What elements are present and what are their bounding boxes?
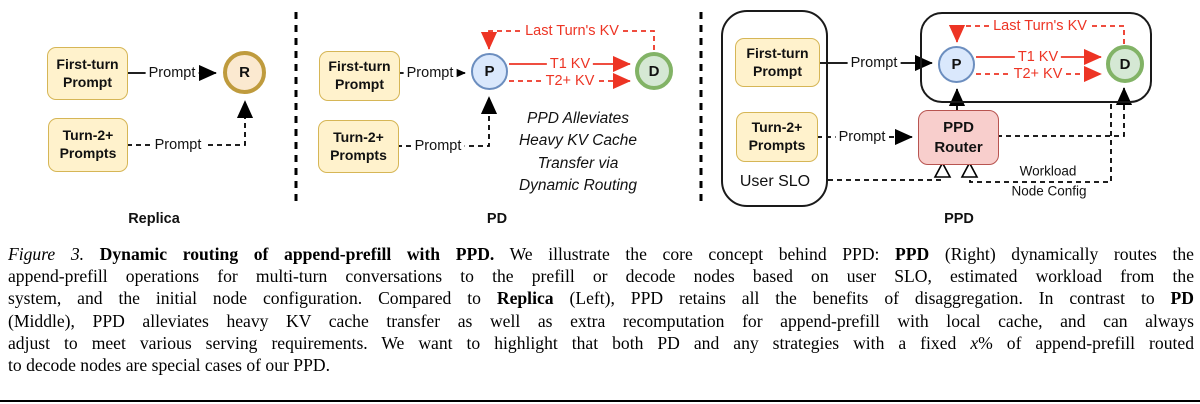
pd-decode-node: D	[635, 52, 673, 90]
ppd-nodes-container	[920, 12, 1152, 103]
pd-last-turn-kv-label: Last Turn's KV	[522, 23, 622, 39]
figure-diagram: First-turn Prompt Turn-2+ Prompts R Prom…	[47, 10, 1152, 227]
user-slo-container	[721, 10, 828, 207]
ppd-prefill-node: P	[938, 46, 975, 83]
ppd-t1-kv-label: T1 KV	[1014, 49, 1062, 65]
replica-panel-label: Replica	[128, 211, 180, 227]
router-to-decode-arrow	[997, 87, 1133, 137]
replica-first-turn-prompt-box: First-turn Prompt	[47, 47, 128, 100]
pd-t1-kv-label: T1 KV	[546, 56, 594, 72]
router-input-port-right	[960, 161, 979, 178]
ppd-decode-node: D	[1106, 45, 1144, 83]
pd-prefill-node: P	[471, 53, 508, 90]
replica-node: R	[223, 51, 266, 94]
user-slo-label: User SLO	[739, 173, 811, 190]
pd-first-turn-prompt-box: First-turn Prompt	[319, 51, 400, 101]
ppd-router-box: PPD Router	[918, 110, 999, 165]
node-config-label: Node Config	[1011, 183, 1087, 199]
router-input-port-left	[933, 161, 952, 178]
user-slo-feed-line	[828, 178, 943, 181]
pd-note-text: PPD Alleviates Heavy KV Cache Transfer v…	[518, 110, 638, 195]
bottom-rule	[0, 400, 1200, 403]
caption-line: adjust to meet various serving requireme…	[8, 332, 1195, 353]
workload-label: Workload	[1019, 163, 1077, 179]
ppd-t2-kv-label: T2+ KV	[1010, 66, 1066, 82]
ppd-first-turn-prompt-box: First-turn Prompt	[735, 38, 820, 87]
ppd-prompt-dashed-label: Prompt	[835, 129, 889, 145]
ppd-last-turn-kv-label: Last Turn's KV	[990, 18, 1090, 34]
replica-prompt-dashed-label: Prompt	[151, 137, 205, 153]
caption-line: to decode nodes are special cases of our…	[8, 355, 330, 376]
pd-turn2-prompts-box: Turn-2+ Prompts	[318, 120, 399, 173]
caption-line: (Middle), PPD alleviates heavy KV cache …	[8, 310, 1194, 331]
replica-prompt-solid-label: Prompt	[145, 65, 199, 81]
pd-t2-kv-label: T2+ KV	[542, 73, 598, 89]
caption-line: Figure 3. Dynamic routing of append-pref…	[8, 244, 1194, 264]
ppd-prompt-solid-label: Prompt	[847, 55, 901, 71]
pd-prompt-solid-label: Prompt	[403, 65, 457, 81]
workload-feedback-line	[969, 104, 1112, 183]
replica-turn2-prompts-box: Turn-2+ Prompts	[48, 118, 128, 172]
pd-panel-label: PD	[486, 211, 508, 227]
caption-line: append-prefill operations for multi-turn…	[8, 266, 1194, 287]
pd-prompt-dashed-label: Prompt	[411, 138, 465, 154]
figure-caption: Figure 3. Dynamic routing of append-pref…	[8, 243, 1194, 376]
ppd-turn2-prompts-box: Turn-2+ Prompts	[736, 112, 818, 162]
ppd-panel-label: PPD	[944, 211, 974, 227]
caption-line: system, and the initial node configurati…	[8, 288, 1194, 309]
